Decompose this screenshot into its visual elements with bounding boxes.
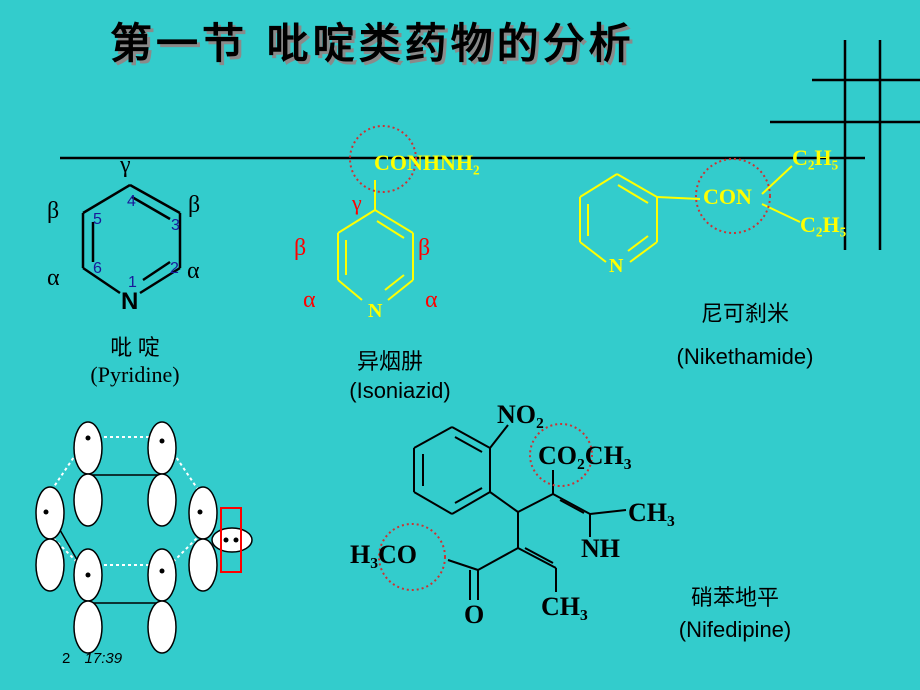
timestamp: 17:39	[84, 650, 123, 667]
pyridine-name-en: (Pyridine)	[90, 362, 180, 387]
isoniazid-beta-left-label: β	[294, 235, 307, 261]
pyridine-ring	[81, 183, 182, 295]
pyridine-nitrogen: N	[121, 288, 139, 315]
page-number: 2	[62, 650, 71, 667]
isoniazid-name-en: (Isoniazid)	[349, 378, 451, 403]
isoniazid-beta-right-label: β	[418, 235, 431, 261]
pyridine-alpha-right-label: α	[187, 258, 200, 284]
isoniazid-nitrogen: N	[368, 300, 383, 322]
nifedipine-name-cn: 硝苯地平	[690, 585, 779, 610]
nifedipine-ester-circle-left	[378, 523, 446, 591]
page-title: 第一节 吡啶类药物的分析	[110, 19, 635, 68]
nifedipine-carbonyl-oxygen: O	[464, 600, 485, 629]
nifedipine-ester-circle-right	[529, 423, 593, 487]
orbital-diagram	[35, 421, 253, 654]
isoniazid-alpha-right-label: α	[425, 287, 438, 313]
nifedipine-structure	[413, 424, 627, 600]
nifedipine-ester-right: CO₂CH₃	[538, 441, 632, 470]
lone-pair-highlight-box	[220, 507, 242, 573]
nikethamide-highlight-circle	[695, 158, 771, 234]
nikethamide-nitrogen: N	[609, 255, 624, 277]
pyridine-beta-left-label: β	[47, 198, 60, 224]
isoniazid-name-cn: 异烟肼	[356, 349, 423, 374]
nikethamide-ethyl-bottom: C₂H₅	[800, 212, 847, 237]
pyridine-position-2: 2	[170, 260, 179, 277]
isoniazid-alpha-left-label: α	[303, 287, 316, 313]
pyridine-gamma-label: γ	[120, 152, 131, 178]
pyridine-name-cn: 吡 啶	[110, 335, 160, 360]
isoniazid-ring	[337, 180, 414, 301]
isoniazid-highlight-circle	[349, 125, 417, 193]
pyridine-position-1: 1	[128, 274, 137, 291]
isoniazid-gamma-label: γ	[352, 190, 362, 215]
corner-grid-decoration	[770, 40, 920, 250]
nifedipine-name-en: (Nifedipine)	[678, 617, 792, 642]
nifedipine-methyl-bottom: CH₃	[541, 592, 588, 621]
nifedipine-nh: NH	[581, 534, 620, 563]
nikethamide-name-cn: 尼可刹米	[700, 301, 789, 326]
nifedipine-nitro-group: NO₂	[497, 400, 544, 429]
pyridine-position-6: 6	[93, 260, 102, 277]
nifedipine-methyl-right: CH₃	[628, 498, 675, 527]
pyridine-position-5: 5	[93, 211, 102, 228]
isoniazid-substituent: CONHNH₂	[374, 150, 480, 175]
nikethamide-con-group: CON	[703, 184, 752, 209]
pyridine-alpha-left-label: α	[47, 265, 60, 291]
nikethamide-ethyl-top: C₂H₅	[792, 145, 839, 170]
pyridine-position-4: 4	[127, 193, 136, 210]
pyridine-position-3: 3	[171, 217, 180, 234]
nikethamide-name-en: (Nikethamide)	[676, 344, 814, 369]
slide-footer: 2 17:39	[62, 650, 122, 667]
pyridine-beta-right-label: β	[188, 192, 201, 218]
nifedipine-ester-left: H₃CO	[350, 540, 418, 569]
